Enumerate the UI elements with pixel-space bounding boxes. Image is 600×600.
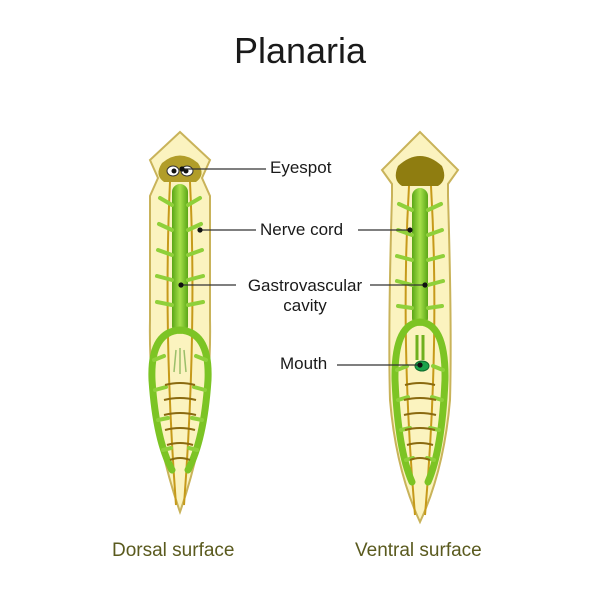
label-eyespot: Eyespot <box>270 158 332 177</box>
ventral-gut-trunk <box>412 188 428 326</box>
label-mouth: Mouth <box>280 354 328 373</box>
ventral-nerve-cord-left <box>404 185 416 516</box>
dorsal-pharynx <box>163 382 197 461</box>
diagram-title: Planaria <box>233 30 367 71</box>
dorsal-planarian <box>148 130 212 516</box>
caption-ventral: Ventral surface <box>355 540 482 561</box>
ventral-gut-diverticula <box>395 202 445 462</box>
ventral-pharynx <box>403 382 437 461</box>
leader-lines <box>181 168 425 366</box>
ventral-pharynx-tube <box>415 335 425 360</box>
ventral-planarian <box>380 130 460 525</box>
dorsal-pharynx-lines <box>173 348 187 374</box>
label-gastro-line1: Gastrovascular <box>247 276 363 295</box>
ventral-head-patch <box>395 156 445 186</box>
dorsal-gut-trunk <box>172 184 188 334</box>
label-gastro-line2: cavity <box>283 296 327 315</box>
dorsal-gut-diverticula <box>152 196 208 452</box>
label-gastrovascular-cavity: Gastrovascular cavity <box>240 276 370 316</box>
label-nerve-cord: Nerve cord <box>260 220 344 239</box>
leader-dots <box>178 166 428 368</box>
ventral-nerve-cord-right <box>424 185 436 516</box>
caption-dorsal: Dorsal surface <box>112 540 235 561</box>
